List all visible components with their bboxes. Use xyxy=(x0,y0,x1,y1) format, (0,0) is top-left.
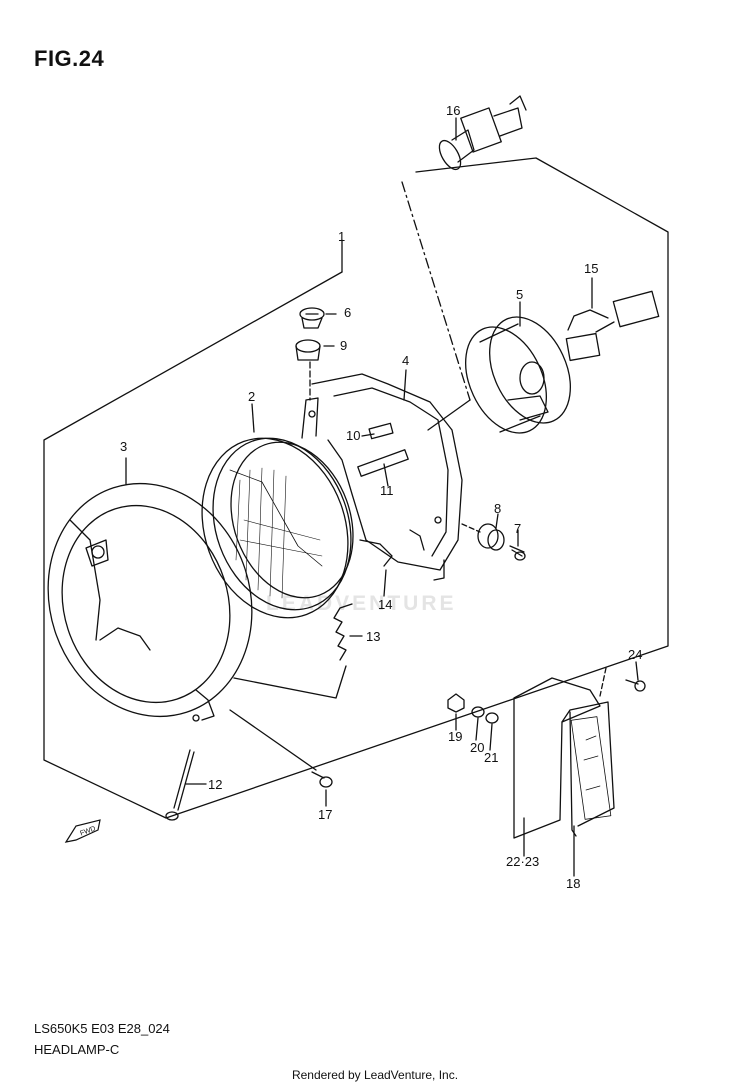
washer-21-part xyxy=(485,712,499,724)
callout-15: 15 xyxy=(584,261,599,276)
model-code: LS650K5 E03 E28_024 xyxy=(34,1021,170,1036)
callout-17: 17 xyxy=(318,807,333,822)
rendered-by-credit: Rendered by LeadVenture, Inc. xyxy=(291,1068,459,1082)
sealed-beam-part xyxy=(201,397,354,619)
callout-16: 16 xyxy=(446,103,461,118)
callout-10: 10 xyxy=(346,428,361,443)
bulb-part xyxy=(438,95,527,171)
section-name: HEADLAMP-C xyxy=(34,1042,120,1057)
assembly-frame xyxy=(43,157,669,819)
callout-3: 3 xyxy=(120,439,128,454)
grommet-8-part xyxy=(477,523,505,551)
callout-12: 12 xyxy=(208,777,223,792)
watermark-text: LEADVENTURE xyxy=(266,592,457,615)
callout-5: 5 xyxy=(516,287,524,302)
fwd-arrow-icon xyxy=(64,819,101,843)
screw-17-part xyxy=(311,771,333,788)
screw-12-part xyxy=(165,749,195,821)
callout-2: 2 xyxy=(248,389,256,404)
bracket-housing-part xyxy=(311,373,463,581)
callout-22-23: 22·23 xyxy=(506,854,540,869)
callout-20: 20 xyxy=(470,740,485,755)
nut-19-part xyxy=(447,693,465,713)
screw-7-part xyxy=(509,545,526,561)
spring-13-part xyxy=(333,603,353,661)
socket-cover-part xyxy=(465,316,571,434)
callout-14: 14 xyxy=(378,597,393,612)
callout-8: 8 xyxy=(494,501,502,516)
callout-19: 19 xyxy=(448,729,463,744)
callout-9: 9 xyxy=(340,338,348,353)
callout-13: 13 xyxy=(366,629,381,644)
callout-7: 7 xyxy=(514,521,522,536)
headlamp-rim-part xyxy=(47,482,253,722)
screw-6-part xyxy=(299,307,325,329)
grommet-9-part xyxy=(295,339,321,361)
callout-24: 24 xyxy=(628,647,643,662)
callout-1: 1 xyxy=(338,229,346,244)
callout-18: 18 xyxy=(566,876,581,891)
callout-4: 4 xyxy=(402,353,410,368)
figure-title: FIG.24 xyxy=(34,46,105,71)
washer-20-part xyxy=(471,706,485,718)
wire-harness-part xyxy=(565,290,660,362)
callout-21: 21 xyxy=(484,750,499,765)
screw-24-part xyxy=(625,679,646,692)
turn-signal-part xyxy=(513,677,615,839)
callout-6: 6 xyxy=(344,305,352,320)
callout-11: 11 xyxy=(380,483,394,498)
